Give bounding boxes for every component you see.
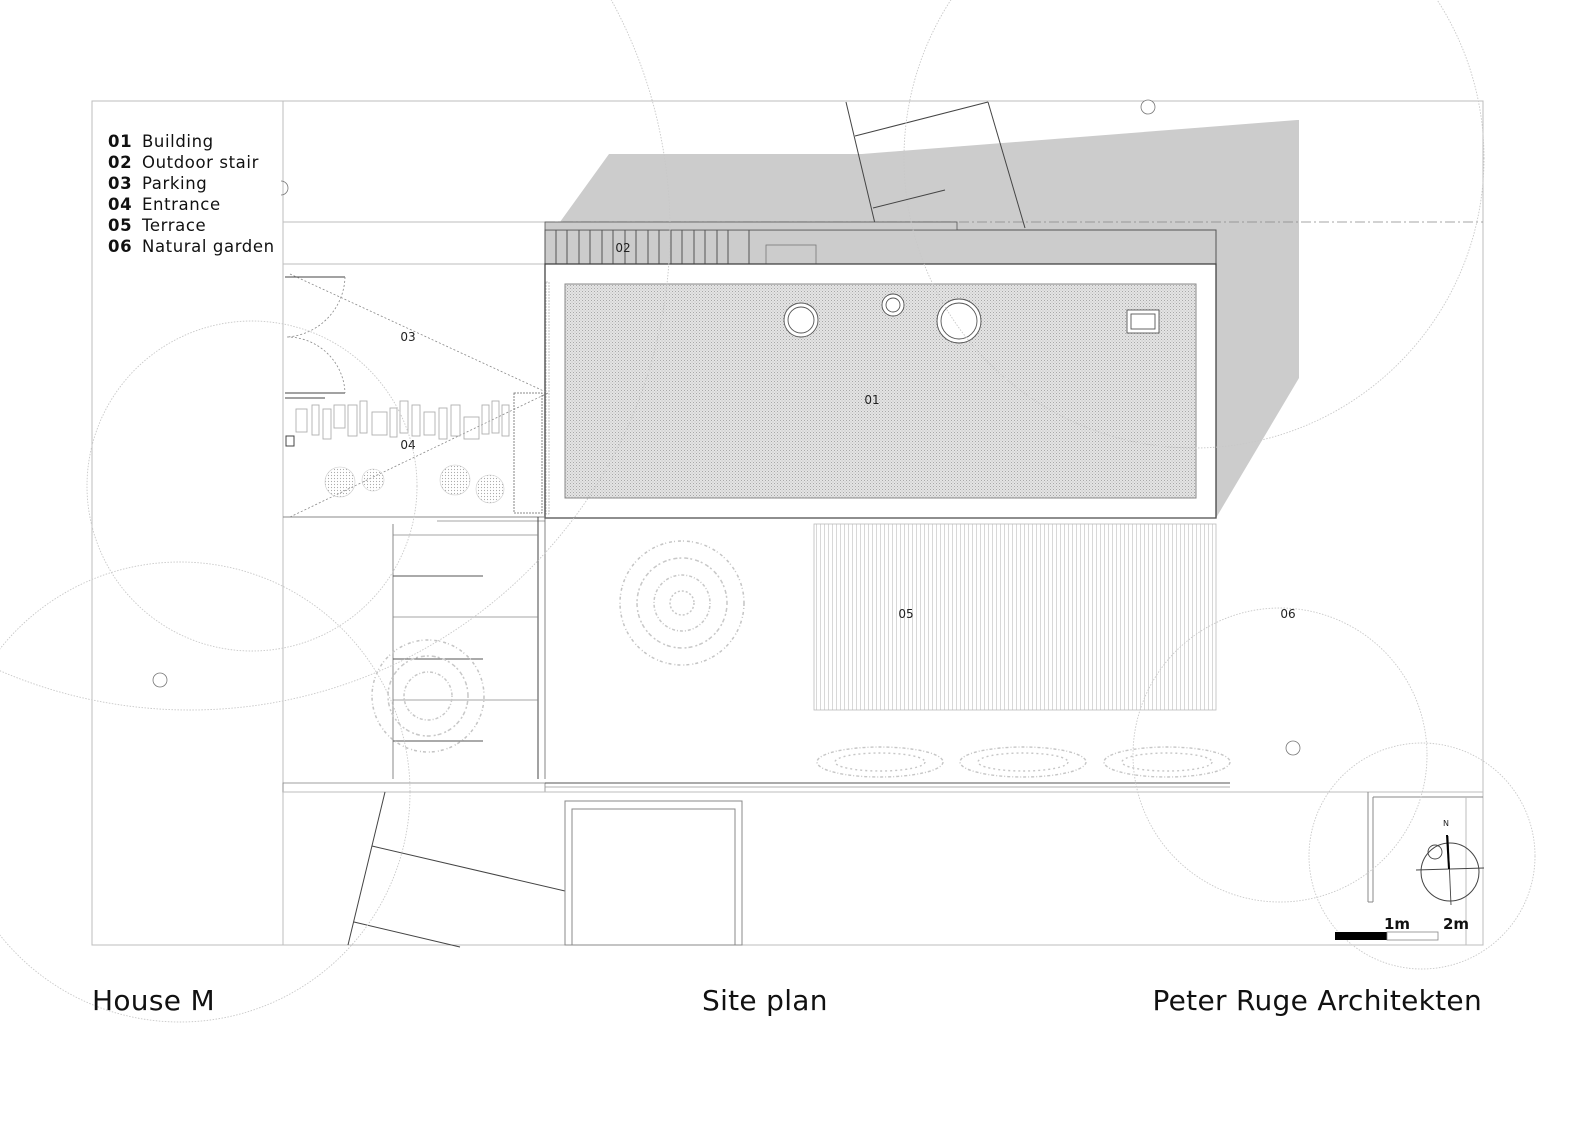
project-title: House M xyxy=(92,984,215,1017)
label-terrace: 05 xyxy=(898,607,913,621)
tree-trunk-marker xyxy=(152,672,168,688)
entrance-shrubs xyxy=(324,464,505,504)
tree-trunk-marker xyxy=(1140,99,1156,115)
building-roof xyxy=(564,283,1197,499)
drawing-frame xyxy=(91,100,1484,946)
drawing-title: Site plan xyxy=(702,984,828,1017)
label-natural-garden: 06 xyxy=(1280,607,1295,621)
label-parking: 03 xyxy=(400,330,415,344)
neighbour-garage xyxy=(564,800,743,946)
tree-trunk-marker xyxy=(1285,740,1301,756)
building-shadow xyxy=(545,120,1299,518)
label-entrance: 04 xyxy=(400,438,415,452)
entrance-stepping-stones xyxy=(295,400,510,440)
tree-west xyxy=(371,639,485,753)
scale-bar: 1m 2m xyxy=(1335,915,1469,941)
label-outdoor-stair: 02 xyxy=(615,241,630,255)
scale-label-2m: 2m xyxy=(1443,915,1469,933)
parking-area xyxy=(285,273,549,518)
architect-name: Peter Ruge Architekten xyxy=(1152,984,1482,1017)
neighbour-stair-top xyxy=(845,101,878,233)
roof-skylights xyxy=(783,293,1160,344)
outdoor-stair-treads xyxy=(555,230,750,264)
north-label: N xyxy=(1443,819,1449,828)
terrace-deck xyxy=(813,523,1217,711)
scale-label-1m: 1m xyxy=(1384,915,1410,933)
label-building: 01 xyxy=(864,393,879,407)
tree-central xyxy=(619,540,745,666)
hedge-row xyxy=(816,746,1231,778)
tree-canopy-circles xyxy=(0,0,1536,1023)
stair-zone xyxy=(544,229,1217,265)
north-arrow[interactable]: N xyxy=(1415,819,1485,906)
